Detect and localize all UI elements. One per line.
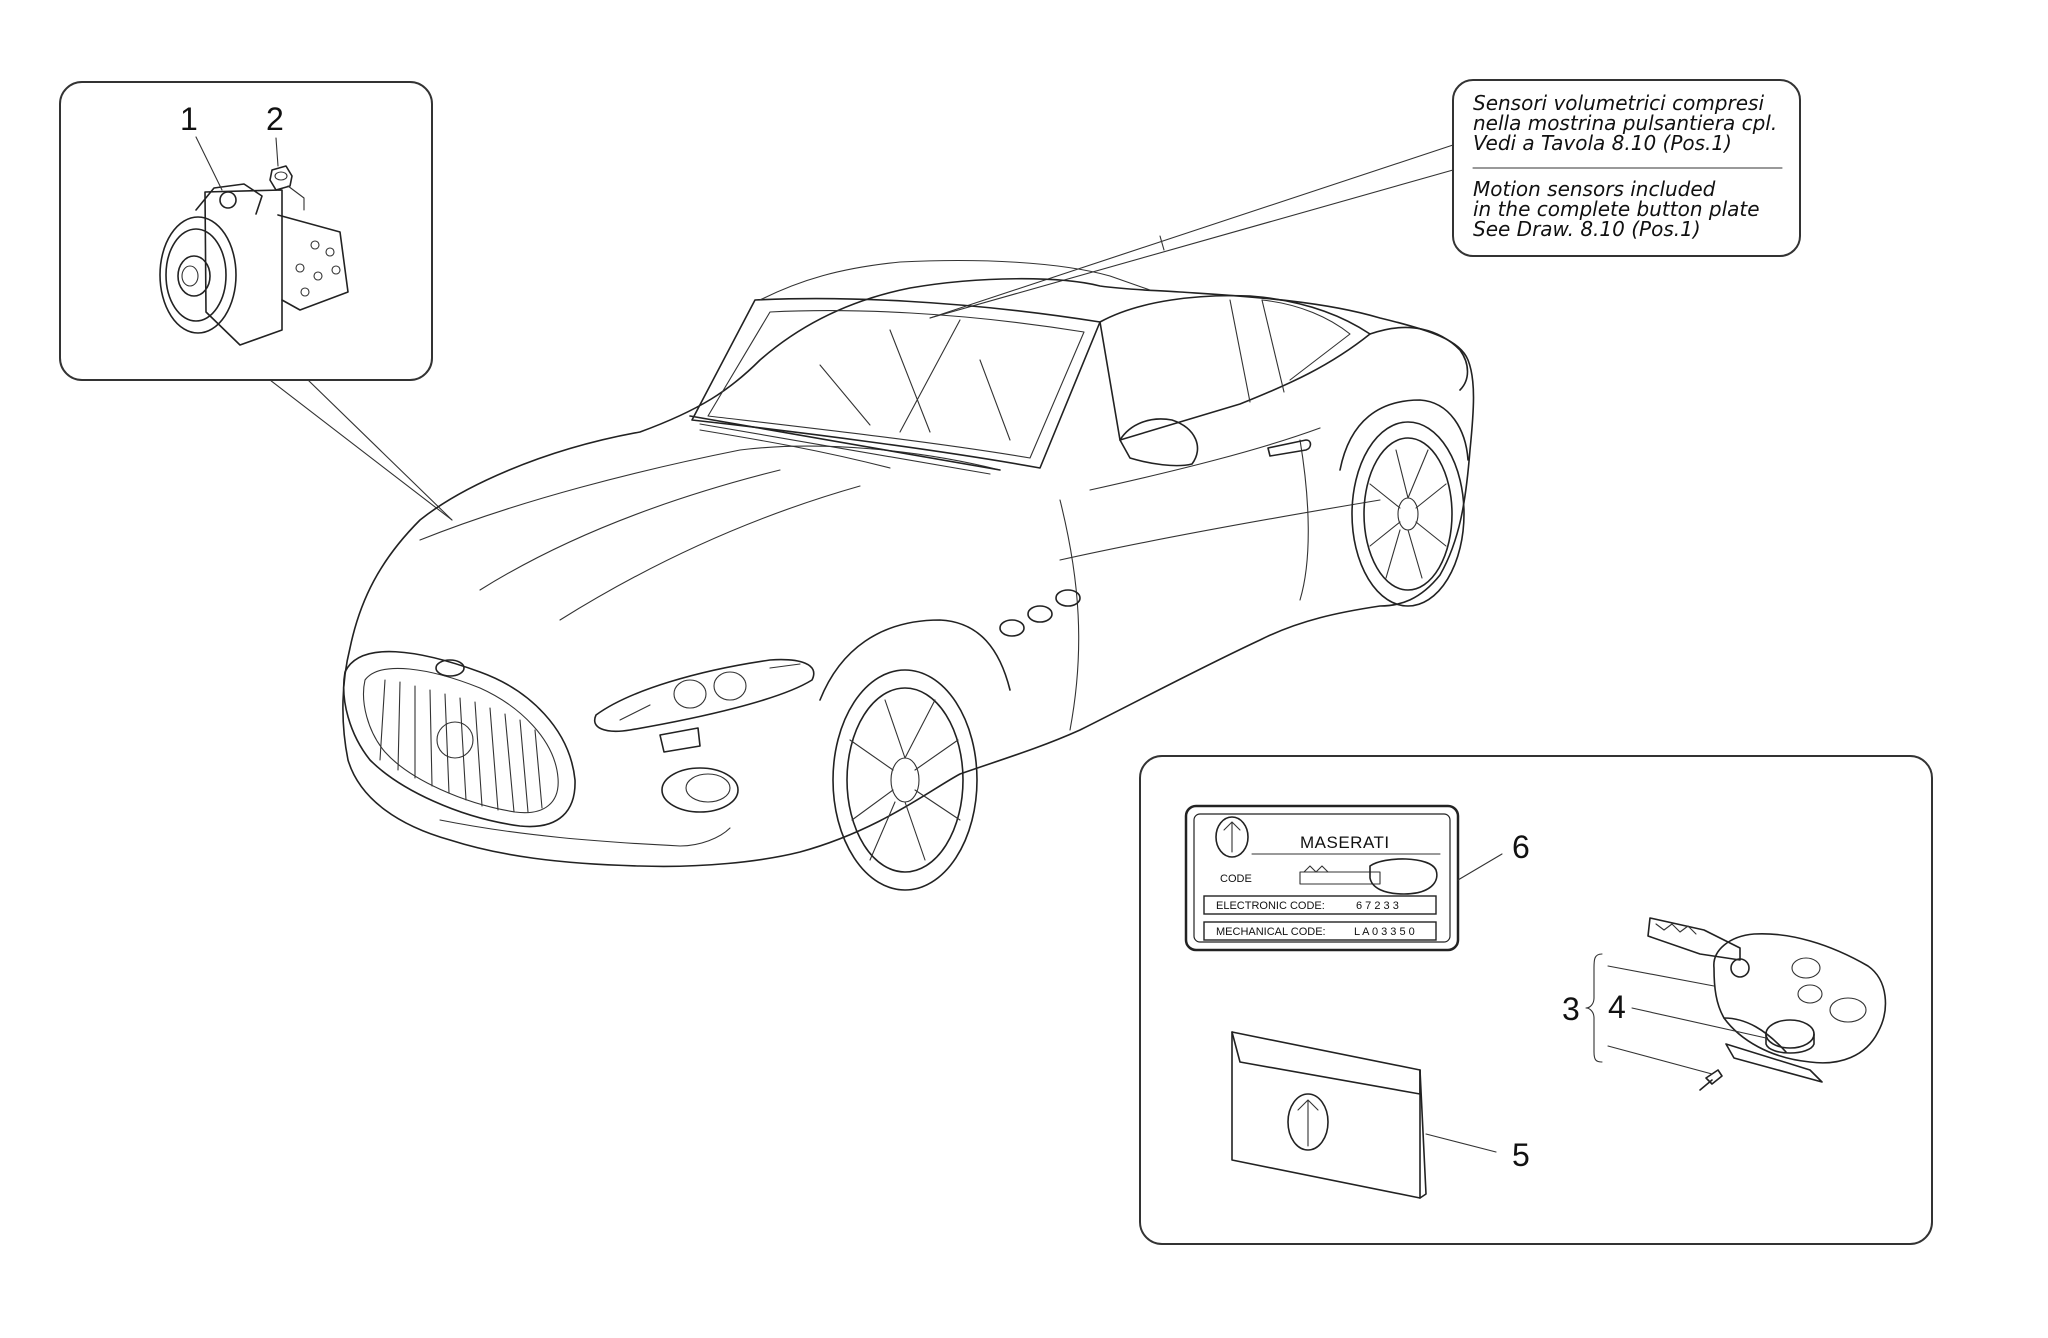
note-it-line-3: Vedi a Tavola 8.10 (Pos.1) [1473,131,1732,155]
headlight [593,658,815,732]
leader-1 [195,136,223,191]
hood-badge-icon [435,659,465,677]
battery-cover-icon [1725,1043,1823,1083]
callout-1: 1 [180,101,198,137]
note-it-line-1: Sensori volumetrici compresi [1473,91,1764,115]
card-mechanical-label: MECHANICAL CODE: [1216,926,1326,938]
siren-detail-panel: 1 2 [59,81,453,521]
remote-key-icon [1647,917,1887,1064]
leader-4 [1631,1007,1767,1039]
key-detail-panel: MASERATI CODE ELECTRONIC CODE: 6 7 2 3 3… [1139,755,1933,1245]
note-it-line-2: nella mostrina pulsantiera cpl. [1473,111,1777,135]
card-brand: MASERATI [1300,833,1390,852]
front-wheel [819,619,1011,891]
key-pouch-icon [1231,1031,1427,1199]
card-logo-icon [1215,816,1249,858]
siren-pointer-line-a [269,379,453,521]
siren-icon [159,183,349,346]
callout-4: 4 [1608,989,1626,1025]
callout-6: 6 [1512,829,1530,865]
leader-2 [275,137,279,167]
side-vent-icon [999,589,1081,637]
callout-3: 3 [1562,991,1580,1027]
siren-detail-frame [59,81,433,381]
rear-wheel [1339,399,1469,607]
motion-sensor-note: Sensori volumetrici compresi nella mostr… [929,79,1801,319]
leader-6 [1457,853,1503,881]
callout-2: 2 [266,101,284,137]
code-card: MASERATI CODE ELECTRONIC CODE: 6 7 2 3 3… [1184,804,1460,952]
card-code-label: CODE [1220,873,1252,885]
leader-5 [1425,1133,1497,1153]
siren-pointer-line-b [307,379,453,521]
note-pointer-b [929,169,1454,319]
bracket-3 [1585,953,1603,1063]
leader-3-bottom [1607,1045,1713,1075]
note-pointer-a [929,144,1454,319]
battery-icon [1765,1019,1815,1054]
note-en-line-2: in the complete button plate [1473,197,1760,221]
grille [342,650,576,828]
callout-5: 5 [1512,1137,1530,1173]
car-illustration [342,235,1475,891]
note-en-line-3: See Draw. 8.10 (Pos.1) [1473,217,1701,241]
leader-3-top [1607,965,1715,987]
card-electronic-label: ELECTRONIC CODE: [1216,900,1325,912]
card-mechanical-value: L A 0 3 3 5 0 [1354,926,1415,938]
card-electronic-value: 6 7 2 3 3 [1356,900,1399,912]
screw-icon [1699,1069,1723,1091]
key-blade-icon [1299,858,1438,895]
note-en-line-1: Motion sensors included [1473,177,1716,201]
nut-icon [269,165,305,211]
trident-badge-icon [436,721,474,759]
